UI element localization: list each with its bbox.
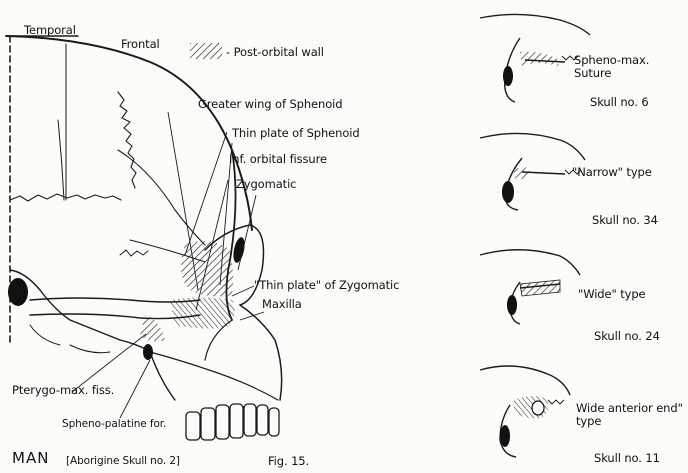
label-thin-plate-zygomatic: "Thin plate" of Zygomatic bbox=[254, 279, 399, 292]
legend-post-orbital-wall: - Post-orbital wall bbox=[226, 46, 324, 59]
variant-1-skull: Skull no. 6 bbox=[590, 96, 649, 109]
label-inf-orbital-fissure: Inf. orbital fissure bbox=[229, 153, 327, 166]
label-zygomatic: Zygomatic bbox=[236, 178, 296, 191]
variant-4-label: Wide anterior end" type bbox=[576, 402, 684, 428]
label-thin-plate-sphenoid: Thin plate of Sphenoid bbox=[232, 127, 360, 140]
label-greater-wing-sphenoid: Greater wing of Sphenoid bbox=[198, 98, 342, 111]
label-maxilla: Maxilla bbox=[262, 298, 302, 311]
variant-2-skull: Skull no. 34 bbox=[592, 214, 658, 227]
caption-man: MAN bbox=[12, 452, 49, 465]
variant-1-label: Spheno-max. Suture bbox=[574, 54, 674, 80]
label-pterygo-max-fiss: Pterygo-max. fiss. bbox=[12, 384, 114, 397]
variant-4-skull: Skull no. 11 bbox=[594, 452, 660, 465]
variant-3-skull: Skull no. 24 bbox=[594, 330, 660, 343]
variant-3-label: "Wide" type bbox=[578, 288, 646, 301]
caption-figure-number: Fig. 15. bbox=[268, 455, 309, 468]
label-spheno-palatine: Spheno-palatine for. bbox=[62, 418, 166, 431]
label-frontal: Frontal bbox=[121, 38, 160, 51]
label-temporal: Temporal bbox=[24, 24, 76, 37]
caption-aborigine-skull: [Aborigine Skull no. 2] bbox=[66, 455, 180, 468]
variant-2-label: "Narrow" type bbox=[572, 166, 652, 179]
